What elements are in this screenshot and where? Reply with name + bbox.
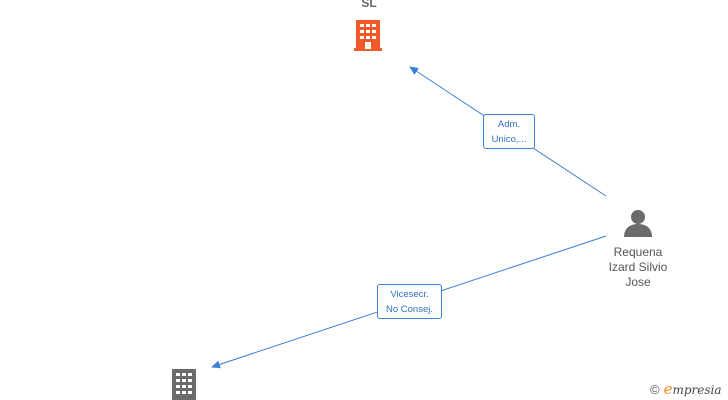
building-icon[interactable] <box>172 369 196 400</box>
brand-logo-text: mpresia <box>672 383 722 397</box>
brand-logo-initial: e <box>663 380 673 398</box>
building-icon[interactable] <box>354 20 382 51</box>
edge-label-line: Adm. <box>497 119 521 130</box>
person-name-line: Izard Silvio <box>608 260 668 274</box>
edge-label-line: Unico,... <box>491 134 527 145</box>
person-name-line: Jose <box>625 275 651 289</box>
person-icon[interactable] <box>624 210 652 237</box>
edge-label-to-top-company[interactable]: Adm. Unico,... <box>483 114 535 149</box>
copyright-icon: © <box>650 381 660 397</box>
edge-label-line: No Consej. <box>386 304 433 315</box>
person-name-line: Requena <box>613 245 663 259</box>
brand-watermark: © empresia <box>650 379 722 399</box>
edge-label-line: Vicesecr. <box>390 289 429 300</box>
edge-label-to-bottom-company[interactable]: Vicesecr. No Consej. <box>377 284 442 319</box>
person-name-label[interactable]: Requena Izard Silvio Jose <box>588 245 688 290</box>
company-top-label: SL <box>361 0 377 10</box>
